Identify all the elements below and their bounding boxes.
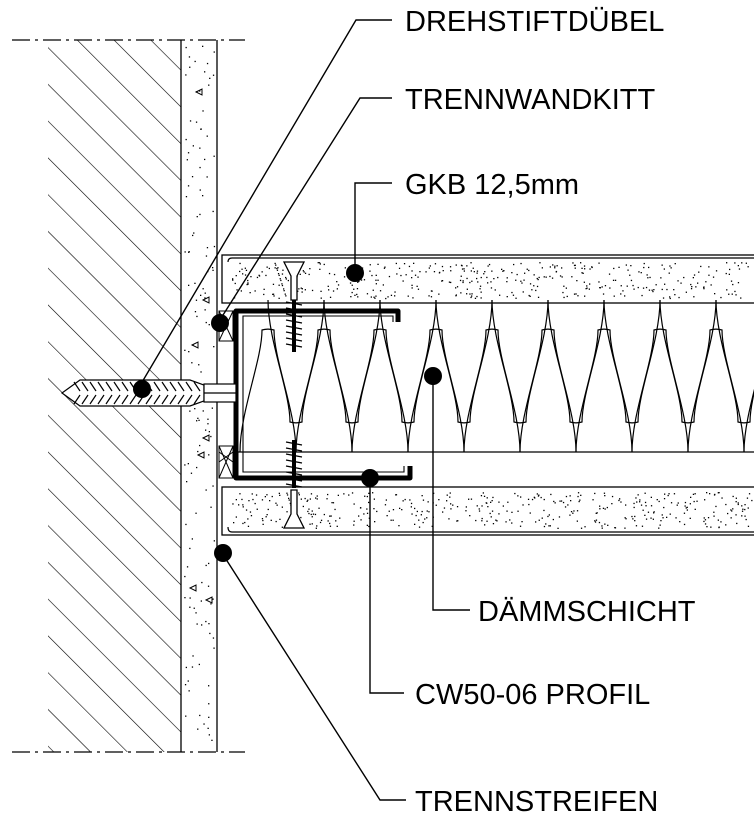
leader-dots bbox=[133, 264, 442, 562]
insulation-layer bbox=[233, 300, 754, 453]
label-trennstreifen: TRENNSTREIFEN bbox=[415, 786, 658, 818]
label-gkb: GKB 12,5mm bbox=[405, 169, 579, 201]
gkb-board-top bbox=[221, 254, 754, 304]
dot-profil bbox=[361, 469, 379, 487]
dot-trennwandkitt bbox=[211, 314, 229, 332]
dot-trennstreifen bbox=[214, 544, 232, 562]
leader-trennwandkitt bbox=[217, 97, 392, 324]
dot-gkb bbox=[346, 264, 364, 282]
label-daemmschicht: DÄMMSCHICHT bbox=[478, 596, 696, 628]
leader-daemmschicht bbox=[432, 376, 470, 611]
screw-bottom bbox=[282, 440, 306, 529]
label-trennwandkitt: TRENNWANDKITT bbox=[405, 84, 656, 116]
leader-drehstiftduebel bbox=[137, 19, 392, 390]
dot-drehstiftduebel bbox=[133, 380, 151, 398]
leader-trennstreifen bbox=[221, 552, 406, 801]
gkb-board-bottom bbox=[221, 486, 754, 536]
rotating-pin-dowel bbox=[60, 379, 237, 407]
label-profil: CW50-06 PROFIL bbox=[415, 679, 650, 711]
leader-gkb bbox=[354, 182, 392, 273]
leader-lines bbox=[137, 19, 470, 801]
leader-profil bbox=[369, 478, 404, 694]
screw-top bbox=[282, 261, 306, 352]
dot-daemmschicht bbox=[424, 367, 442, 385]
label-drehstiftduebel: DREHSTIFTDÜBEL bbox=[405, 6, 664, 38]
cw50-profile-inner bbox=[242, 315, 405, 473]
